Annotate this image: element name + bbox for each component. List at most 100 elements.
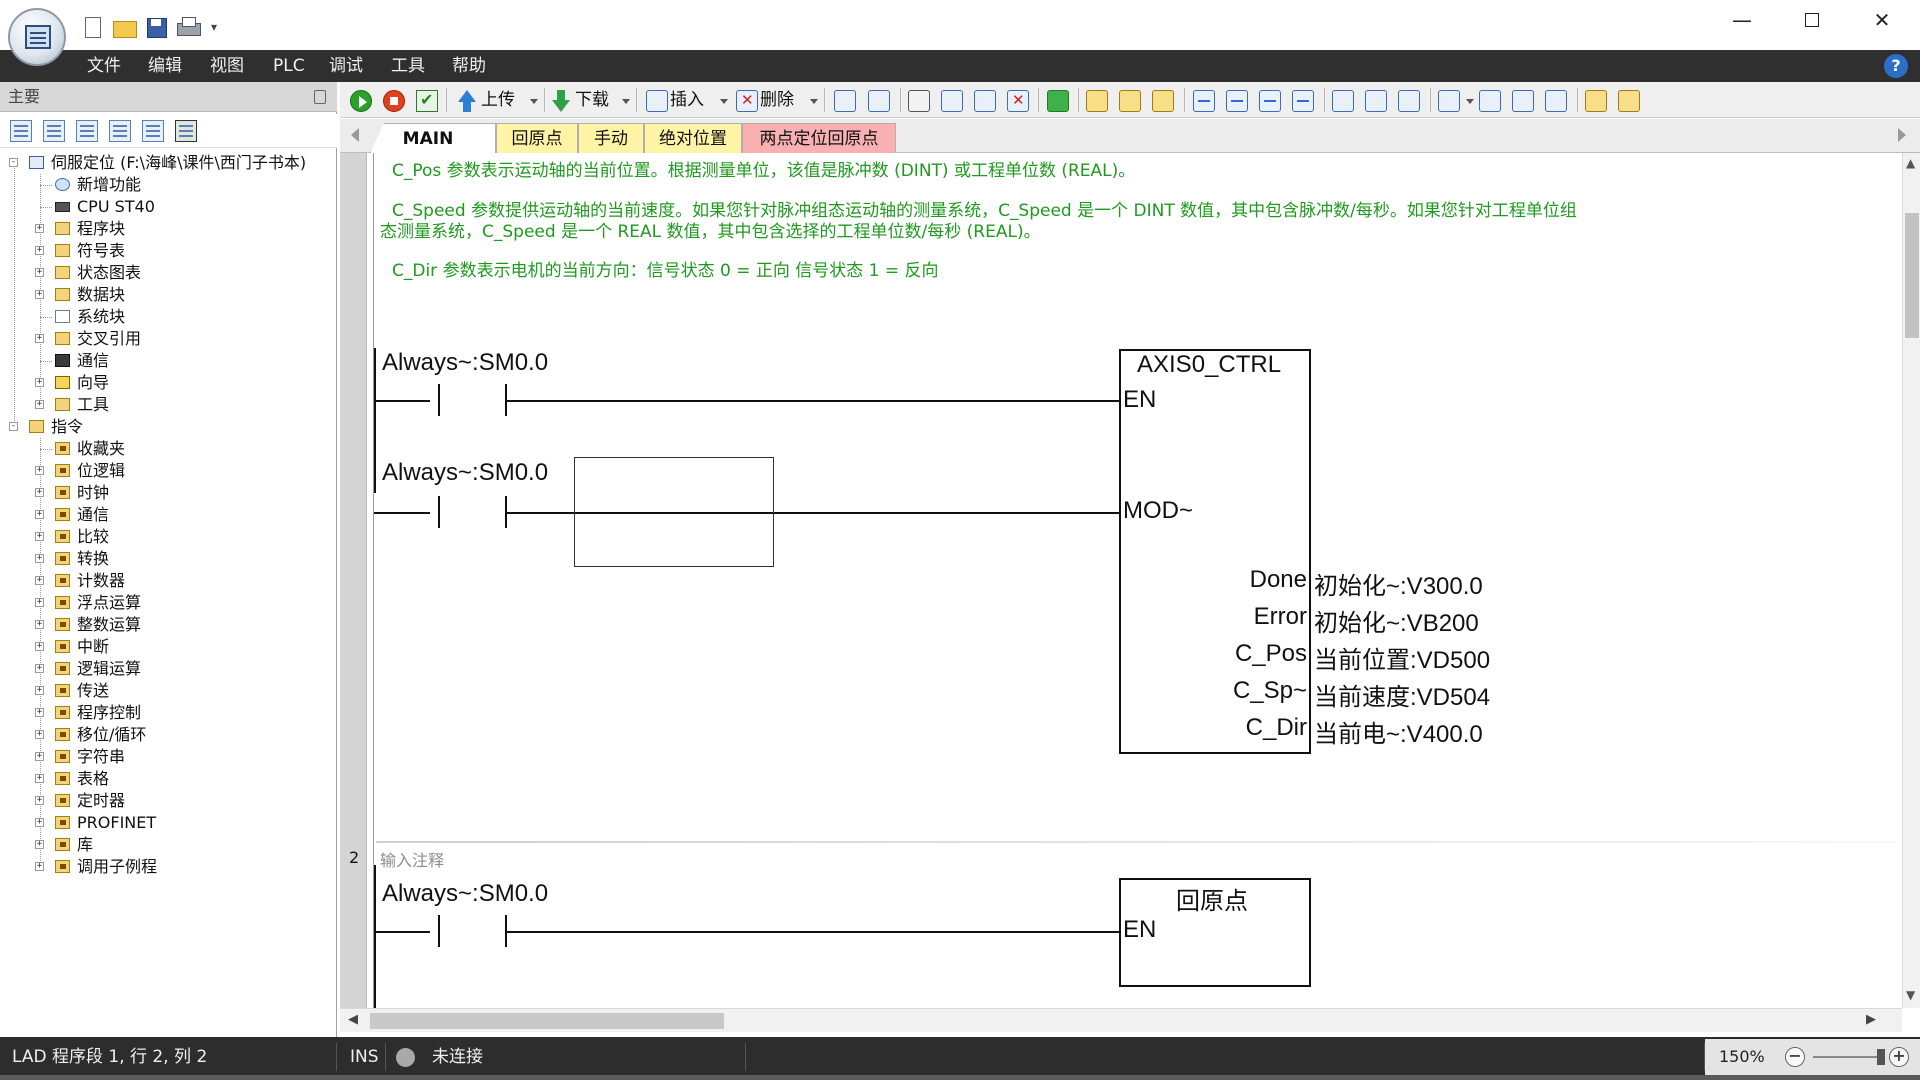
tree-item[interactable]: +位逻辑 [0,460,337,482]
tree-item[interactable]: +定时器 [0,790,337,812]
expand-icon[interactable]: + [35,377,44,387]
run-icon[interactable] [350,90,372,112]
tree-item[interactable]: +比较 [0,526,337,548]
zoom-in-icon[interactable]: + [1889,1047,1909,1067]
tree-item[interactable]: +工具 [0,394,337,416]
tree-item[interactable]: CPU ST40 [0,196,337,218]
insert-up-line-icon[interactable] [1259,90,1281,112]
table-icon[interactable] [43,120,65,142]
download-button[interactable]: 下载 [575,90,609,110]
expand-icon[interactable]: + [35,333,44,343]
open-folder-icon[interactable] [110,14,138,40]
tree-item[interactable]: +调用子例程 [0,856,337,878]
expand-icon[interactable]: + [35,487,44,497]
expand-icon[interactable]: + [35,289,44,299]
tab-two-point-home[interactable]: 两点定位回原点 [742,123,896,153]
expand-icon[interactable]: + [35,597,44,607]
menu-plc[interactable]: PLC [273,56,305,76]
tree-item[interactable]: +整数运算 [0,614,337,636]
comment-icon[interactable] [908,90,930,112]
download-icon[interactable] [550,90,572,112]
lock-icon[interactable] [1086,90,1108,112]
tab-manual[interactable]: 手动 [578,123,644,153]
delete-bookmark-icon[interactable] [1007,90,1029,112]
program-status-icon[interactable] [834,90,856,112]
scroll-down-icon[interactable]: ▼ [1906,988,1916,1002]
menu-file[interactable]: 文件 [87,56,121,76]
tree-item[interactable]: +状态图表 [0,262,337,284]
upload-icon[interactable] [456,90,478,112]
insert-down-line-icon[interactable] [1226,90,1248,112]
delete-button[interactable]: 删除 [760,90,794,110]
tree-item[interactable]: +计数器 [0,570,337,592]
key-icon[interactable] [1585,90,1607,112]
tree-item[interactable]: -指令 [0,416,337,438]
selection-cursor[interactable] [574,457,774,567]
tab-absolute-position[interactable]: 绝对位置 [644,123,742,153]
tree-item[interactable]: +交叉引用 [0,328,337,350]
tree-item[interactable]: +字符串 [0,746,337,768]
tree-item[interactable]: +逻辑运算 [0,658,337,680]
display-dropdown-icon[interactable] [1466,99,1474,104]
upload-dropdown-icon[interactable] [530,99,538,104]
horizontal-scrollbar[interactable]: ◀ ▶ [340,1008,1902,1032]
library-icon[interactable] [1618,90,1640,112]
scroll-up-icon[interactable]: ▲ [1906,156,1916,170]
expand-icon[interactable]: + [35,861,44,871]
expand-icon[interactable]: + [35,465,44,475]
menu-edit[interactable]: 编辑 [148,56,182,76]
insert-branch-icon[interactable] [1193,90,1215,112]
tree-item[interactable]: 新增功能 [0,174,337,196]
save-icon[interactable] [142,14,170,40]
tree-item[interactable]: +符号表 [0,240,337,262]
expand-icon[interactable]: + [35,729,44,739]
output-operand-label[interactable]: 初始化~:VB200 [1314,610,1479,637]
axis-ctrl-block[interactable] [1119,349,1311,754]
scroll-left-icon[interactable]: ◀ [348,1012,358,1027]
restore-button[interactable] [1777,0,1847,40]
tree-item[interactable]: +程序块 [0,218,337,240]
expand-icon[interactable]: + [35,531,44,541]
tree-item[interactable]: +传送 [0,680,337,702]
stop-icon[interactable] [383,90,405,112]
scroll-thumb[interactable] [370,1013,724,1029]
add-lock-icon[interactable] [1152,90,1174,112]
new-file-icon[interactable] [78,14,106,40]
tree-item[interactable]: 系统块 [0,306,337,328]
expand-icon[interactable]: + [35,685,44,695]
network-comment-input[interactable]: 输入注释 [380,851,445,870]
contact-right-bar[interactable] [505,496,507,528]
list-icon[interactable] [76,120,98,142]
expand-icon[interactable]: + [35,773,44,783]
print-icon[interactable] [174,14,202,40]
unlock-icon[interactable] [1119,90,1141,112]
vertical-scrollbar[interactable]: ▲ ▼ [1902,153,1920,1008]
close-button[interactable]: ✕ [1873,8,1891,32]
tree-item[interactable]: 收藏夹 [0,438,337,460]
status-chart-icon[interactable] [868,90,890,112]
expand-icon[interactable]: + [35,575,44,585]
expand-icon[interactable]: + [35,267,44,277]
output-operand-label[interactable]: 当前速度:VD504 [1314,684,1491,711]
tab-home[interactable]: 回原点 [496,123,578,153]
application-menu-icon[interactable] [8,8,66,66]
output-operand-label[interactable]: 初始化~:V300.0 [1314,573,1483,600]
compile-icon[interactable] [416,90,438,112]
delete-icon[interactable] [736,90,758,112]
insert-icon[interactable] [646,90,668,112]
minimize-button[interactable]: — [1732,8,1752,32]
expand-icon[interactable]: + [35,245,44,255]
back-icon[interactable] [941,90,963,112]
tree-item[interactable]: +程序控制 [0,702,337,724]
symbol-table-icon[interactable] [1479,90,1501,112]
tree-item[interactable]: -伺服定位 (F:\海峰\课件\西门子书本) [0,152,337,174]
tree-item[interactable]: +表格 [0,768,337,790]
expand-icon[interactable]: + [35,839,44,849]
scroll-thumb[interactable] [1905,213,1919,338]
expand-icon[interactable]: + [35,619,44,629]
insert-right-line-icon[interactable] [1292,90,1314,112]
tree-item[interactable]: +数据块 [0,284,337,306]
forward-icon[interactable] [974,90,996,112]
tree-item[interactable]: +库 [0,834,337,856]
tree-item[interactable]: +浮点运算 [0,592,337,614]
